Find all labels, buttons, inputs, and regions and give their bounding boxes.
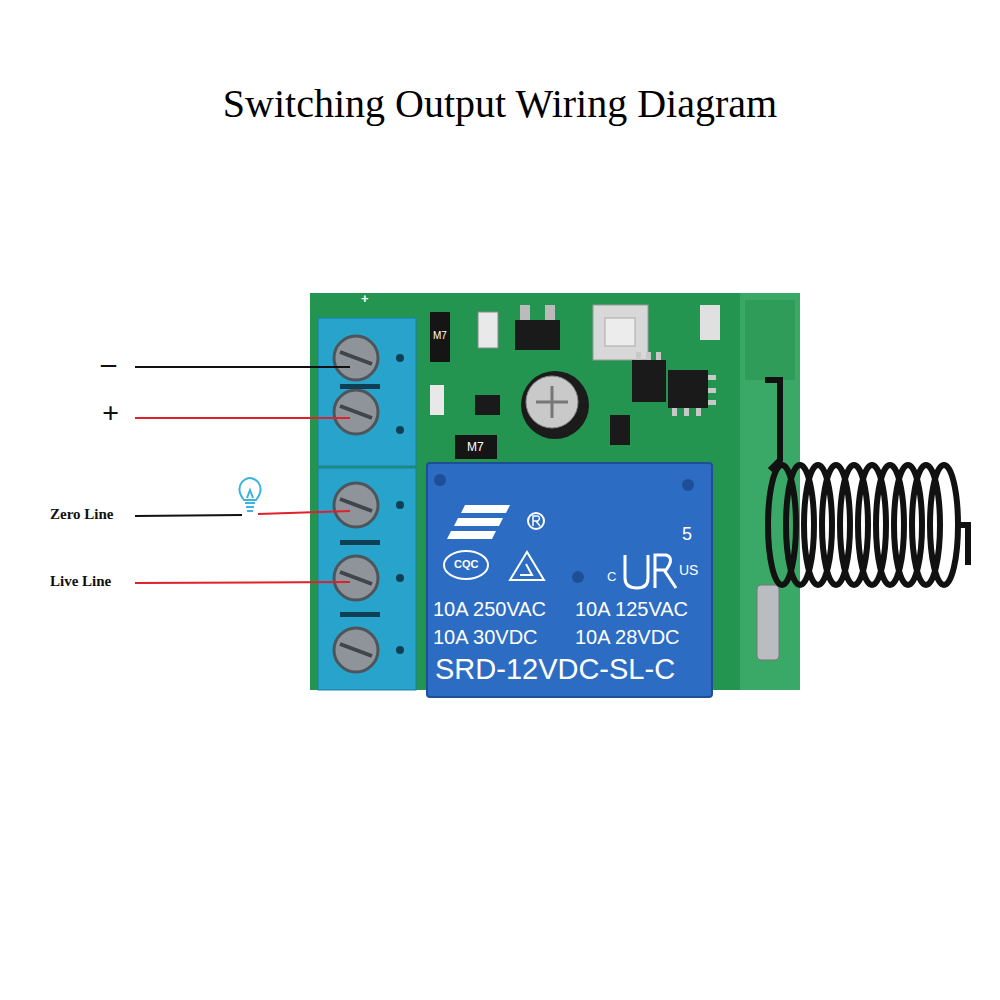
cert-mark: US — [679, 563, 698, 577]
smd-part — [610, 415, 630, 445]
wire-label: Zero Line — [50, 507, 113, 522]
zero-wire — [135, 515, 242, 516]
title: Switching Output Wiring Diagram — [0, 84, 1000, 124]
terminal-label: + — [102, 398, 119, 428]
antenna-coil — [768, 465, 968, 585]
live-wire — [135, 582, 350, 583]
component-marking: M7 — [467, 441, 484, 453]
silkscreen-mark: + — [361, 292, 369, 305]
diode — [455, 435, 497, 459]
registered-mark — [528, 513, 544, 529]
terminal-block — [318, 468, 416, 690]
terminal-holes — [396, 354, 404, 654]
contact-rating: 10A 125VAC — [575, 599, 688, 619]
ul-mark — [625, 555, 676, 588]
divider — [340, 612, 380, 617]
pin — [545, 305, 555, 320]
relay-hole — [682, 479, 694, 491]
terminal-block — [318, 318, 416, 466]
relay-hole — [572, 571, 584, 583]
part-number: SRD-12VDC-SL-C — [435, 655, 675, 684]
capacitor-vent — [536, 386, 568, 418]
diode — [430, 312, 450, 362]
contact-rating: 10A 250VAC — [433, 599, 546, 619]
resistor — [478, 312, 498, 348]
pin — [520, 305, 530, 320]
relay-housing — [427, 463, 712, 697]
triangle-mark — [510, 552, 544, 580]
cert-mark: CQC — [454, 559, 478, 570]
brand-logo — [447, 505, 510, 539]
wire-label: Live Line — [50, 574, 111, 589]
relay-body: CQC C US 5 10A 250VAC 10A 125VAC 10A 30VDC 10A … — [427, 463, 712, 697]
chip — [632, 360, 666, 402]
load-wire — [258, 511, 350, 514]
button-cap — [605, 318, 635, 346]
component-marking: M7 — [433, 331, 447, 341]
model-number: 5 — [682, 525, 692, 543]
relay-hole — [434, 474, 446, 486]
negative-wire — [135, 366, 350, 368]
contact-rating: 10A 30VDC — [433, 627, 538, 647]
antenna-lead — [765, 380, 780, 470]
divider — [340, 540, 380, 545]
cqc-mark — [444, 551, 488, 579]
capacitor-top — [526, 376, 578, 428]
divider — [340, 384, 380, 389]
triangle-mark — [520, 564, 532, 575]
terminal-label: – — [101, 348, 116, 378]
led — [700, 305, 720, 340]
contact-rating: 10A 28VDC — [575, 627, 680, 647]
crystal — [757, 585, 779, 660]
bulb-icon — [239, 478, 260, 511]
chip — [668, 370, 708, 408]
rf-module-trace — [745, 300, 795, 380]
transistor — [515, 320, 560, 350]
positive-wire — [135, 417, 350, 419]
registered-mark — [533, 516, 540, 526]
chip-legs — [636, 352, 716, 416]
smd-part — [430, 385, 444, 415]
capacitor — [521, 371, 589, 439]
push-button — [593, 305, 648, 360]
smd-part — [475, 395, 500, 415]
cert-mark: C — [607, 570, 616, 583]
